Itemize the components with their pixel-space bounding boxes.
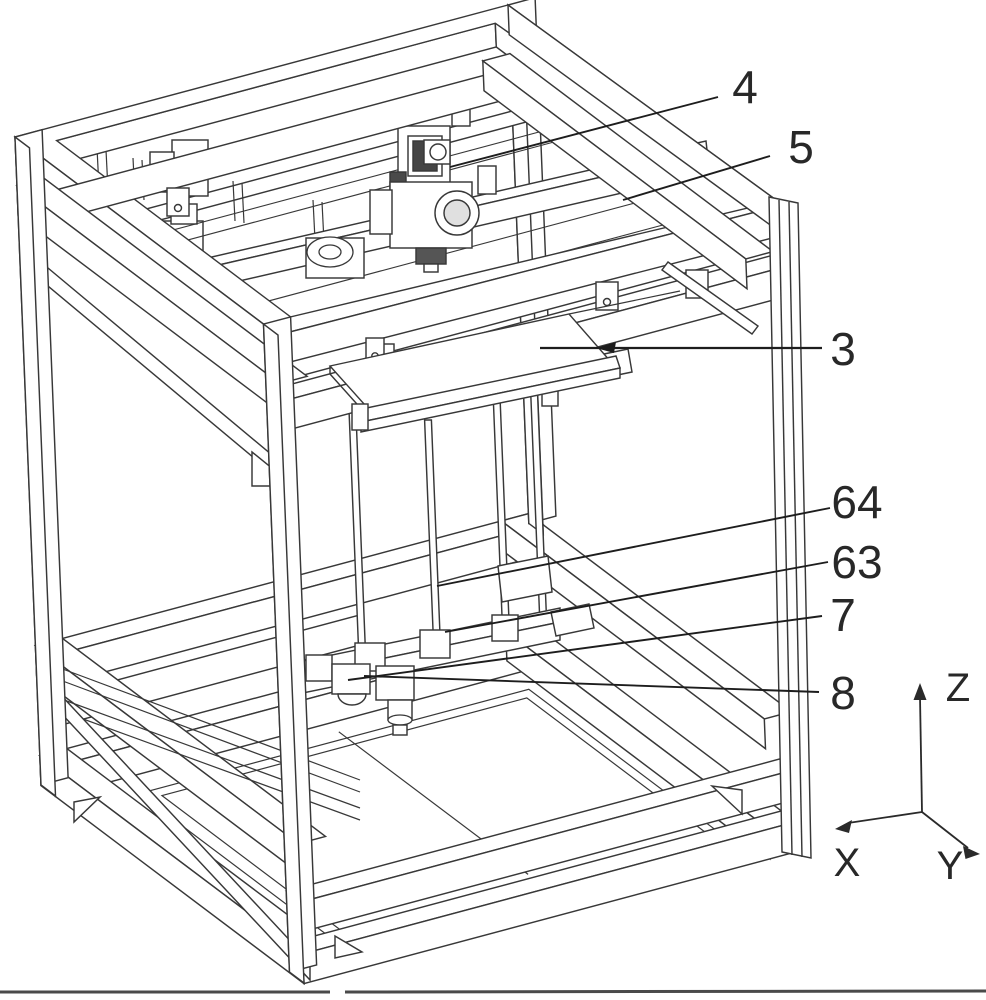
svg-text:8: 8	[830, 667, 856, 719]
svg-text:3: 3	[830, 323, 856, 375]
svg-text:X: X	[834, 841, 861, 885]
svg-text:7: 7	[830, 589, 856, 641]
svg-text:4: 4	[732, 61, 758, 113]
svg-text:5: 5	[788, 121, 814, 173]
svg-text:Z: Z	[946, 666, 970, 710]
svg-text:Y: Y	[937, 844, 964, 888]
svg-text:63: 63	[831, 536, 882, 588]
svg-text:64: 64	[831, 476, 882, 528]
